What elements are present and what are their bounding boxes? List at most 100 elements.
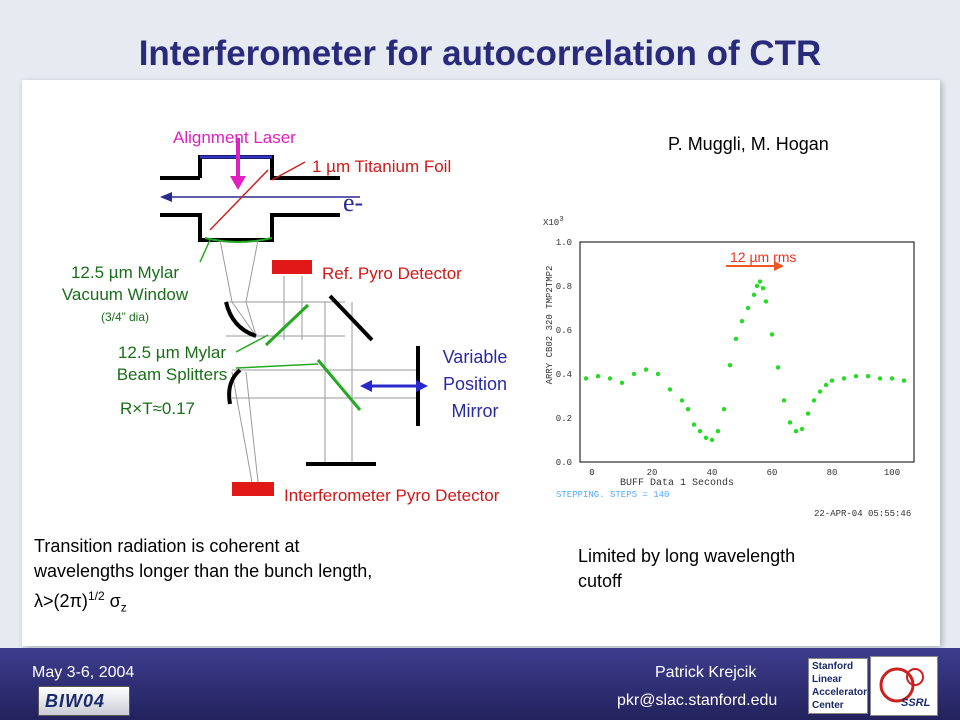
slac-logo: Stanford Linear Accelerator Center: [808, 658, 868, 714]
data-point: [679, 398, 685, 403]
cutoff-line-1: Limited by long wavelength: [578, 546, 796, 566]
data-point: [865, 374, 871, 379]
y-multiplier-base: X10: [543, 218, 560, 228]
data-point: [721, 407, 727, 412]
rt-label: R×T≈0.17: [120, 399, 196, 418]
alignment-laser-arrow: [230, 176, 246, 190]
data-point: [733, 336, 739, 341]
alignment-laser-label: Alignment Laser: [173, 128, 296, 147]
x-tick-label: 60: [767, 468, 778, 478]
data-point: [595, 374, 601, 379]
coherence-sigma: σ: [109, 591, 121, 611]
x-tick-label: 20: [647, 468, 658, 478]
data-point: [691, 422, 697, 427]
data-point: [781, 398, 787, 403]
data-point: [775, 365, 781, 370]
foil-pointer: [271, 161, 306, 181]
data-point: [709, 437, 715, 443]
mirror-line-1: Variable: [442, 347, 508, 367]
plot-points: [583, 279, 907, 443]
data-point: [739, 319, 745, 324]
beam-pipe-bottom: [160, 213, 340, 242]
data-point: [787, 420, 793, 425]
data-point: [643, 367, 649, 372]
x-tick-label: 0: [589, 468, 594, 478]
data-point: [715, 429, 721, 434]
rms-annotation: 12 µm rms: [730, 249, 797, 265]
data-point: [667, 387, 673, 392]
electron-beam-arrow: [160, 192, 172, 202]
y-multiplier-exp: 3: [559, 216, 564, 224]
data-point: [751, 292, 757, 297]
data-point: [901, 378, 907, 383]
mylar-window-line-2: Vacuum Window: [61, 285, 189, 304]
data-point: [607, 376, 613, 381]
data-point: [823, 382, 829, 388]
data-point: [619, 380, 625, 385]
data-point: [805, 411, 811, 416]
splitters-line-2: Beam Splitters: [116, 365, 228, 384]
slac-line-1: Stanford: [812, 661, 854, 672]
slac-line-4: Center: [812, 700, 844, 711]
ref-pyro-detector-box: [272, 260, 312, 274]
radiation-rays: [219, 239, 420, 483]
y-multiplier: X103: [543, 216, 564, 228]
interferometer-pyro-detector-box: [232, 482, 274, 496]
parabolic-mirror-2: [227, 368, 242, 405]
y-tick-label: 0.0: [556, 458, 572, 468]
y-tick-label: 0.8: [556, 282, 572, 292]
mylar-window: [204, 237, 273, 243]
data-point: [757, 279, 763, 284]
footer-date: May 3-6, 2004: [32, 664, 135, 681]
slac-line-2: Linear: [812, 674, 843, 685]
data-point: [760, 286, 766, 291]
window-pointer: [199, 239, 211, 263]
coherence-line-1: Transition radiation is coherent at: [34, 536, 300, 556]
beam-splitter-1: [264, 303, 310, 347]
data-point: [829, 378, 835, 383]
coherence-line-3: λ>(2π)1/2 σz: [34, 584, 372, 621]
plot-timestamp: 22-APR-04 05:55:46: [814, 509, 912, 519]
biw-logo: BIW04: [38, 686, 130, 716]
mylar-window-dia: (3/4” dia): [100, 310, 150, 324]
splitter-pointer-1: [235, 334, 269, 353]
variable-mirror-label: Variable Position Mirror: [420, 344, 530, 425]
data-point: [877, 376, 883, 381]
titanium-foil: [209, 169, 269, 231]
ssrl-text: SSRL: [901, 697, 931, 709]
beam-splitters-label: 12.5 µm Mylar Beam Splitters: [92, 342, 252, 386]
slide-content: [22, 80, 940, 646]
coherence-subscript: z: [120, 600, 127, 615]
mylar-window-label: 12.5 µm Mylar Vacuum Window (3/4” dia): [30, 262, 220, 328]
authors: P. Muggli, M. Hogan: [668, 134, 829, 154]
splitter-pointer-2: [235, 363, 319, 369]
parabolic-mirror-1: [224, 301, 257, 338]
data-point: [697, 429, 703, 434]
y-tick-label: 1.0: [556, 238, 572, 248]
data-point: [769, 332, 775, 337]
plot-xlabel: BUFF Data 1 Seconds: [620, 478, 735, 489]
cutoff-line-2: cutoff: [578, 571, 622, 591]
data-point: [817, 389, 823, 394]
data-point: [655, 371, 661, 377]
coherence-formula: λ>(2π): [34, 591, 88, 611]
fixed-mirror: [328, 294, 374, 342]
footer-bar: May 3-6, 2004 Patrick Krejcik pkr@slac.s…: [0, 648, 960, 720]
data-point: [889, 376, 895, 381]
y-tick-label: 0.2: [556, 414, 572, 424]
footer-author: Patrick Krejcik: [655, 664, 757, 681]
ssrl-logo-graphic: [879, 667, 924, 703]
plot-frame: [579, 241, 915, 463]
slide-title: Interferometer for autocorrelation of CT…: [138, 34, 822, 73]
mylar-window-line-1: 12.5 µm Mylar: [70, 263, 180, 282]
x-tick-label: 100: [884, 468, 900, 478]
cutoff-note: Limited by long wavelength cutoff: [578, 544, 795, 594]
data-point: [631, 371, 637, 377]
plot-ylabel: ARRY CB02 320 TMP2TMP2: [545, 265, 555, 385]
data-point: [703, 435, 709, 440]
data-point: [799, 426, 805, 432]
data-point: [811, 398, 817, 403]
